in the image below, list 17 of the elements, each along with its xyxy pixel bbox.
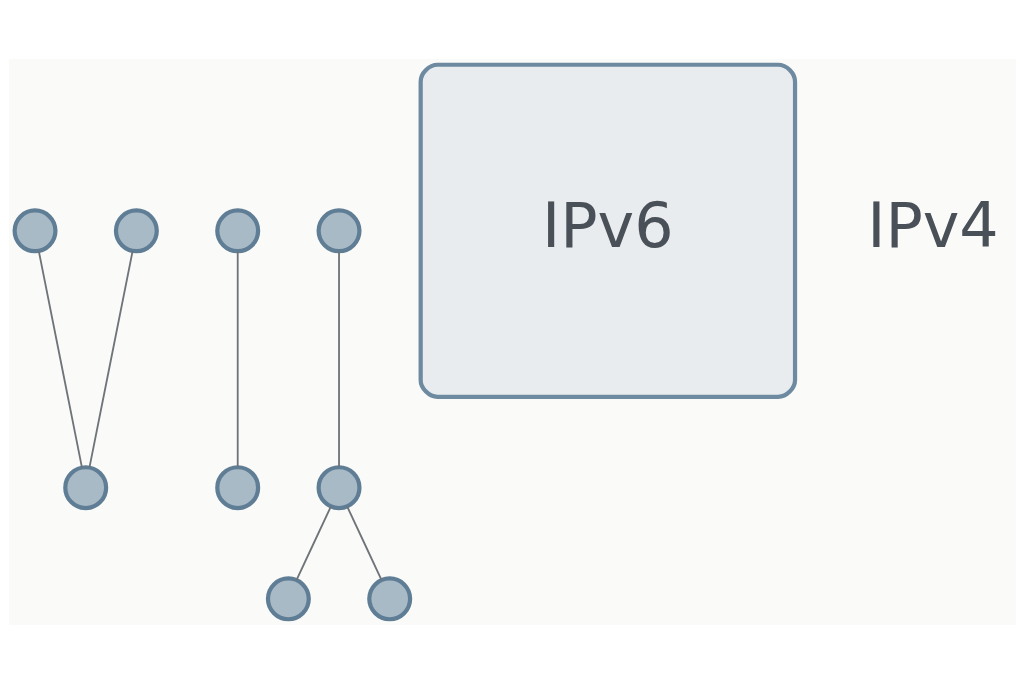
node-circle: [316, 207, 362, 253]
connector: [88, 249, 134, 468]
connector: [37, 249, 83, 468]
node-circle: [265, 575, 311, 621]
node-circle: [113, 207, 159, 253]
node-circle: [366, 575, 412, 621]
node-box: IPv6: [418, 62, 797, 399]
connector: [345, 505, 382, 581]
connector: [236, 249, 239, 468]
node-circle: [62, 464, 108, 510]
connector: [337, 249, 340, 468]
label: IPv4: [866, 189, 999, 262]
node-circle: [12, 207, 58, 253]
node-circle: [214, 207, 260, 253]
node-circle: [214, 464, 260, 510]
connector: [295, 505, 332, 581]
node-circle: [316, 464, 362, 510]
